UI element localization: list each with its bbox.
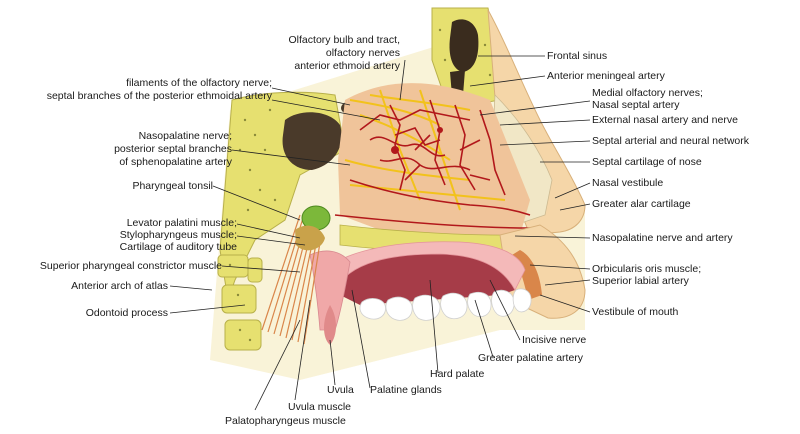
label-uvula-muscle: Uvula muscle — [288, 401, 351, 413]
label-levator-1: Levator palatini muscle; — [127, 217, 237, 229]
label-levator-3: Cartilage of auditory tube — [120, 241, 237, 253]
soft-palate — [309, 250, 351, 331]
label-medial-olfactory-1: Medial olfactory nerves; — [592, 87, 703, 99]
teeth — [359, 288, 532, 321]
olfactory-nerves — [344, 89, 506, 211]
bone-texture — [228, 28, 492, 342]
label-medial-olfactory-2: Nasal septal artery — [592, 99, 680, 111]
label-filaments-1: filaments of the olfactory nerve; — [126, 77, 272, 89]
uvula-shape — [324, 305, 336, 345]
labels: Olfactory bulb and tract, olfactory nerv… — [40, 34, 750, 427]
label-olfactory-bulb-2: olfactory nerves — [326, 47, 400, 59]
palate-mucosa — [319, 241, 526, 291]
label-hard-palate: Hard palate — [430, 368, 484, 380]
label-palatine-glands: Palatine glands — [370, 384, 442, 396]
label-nasopalatine-posterior-3: of sphenopalatine artery — [119, 156, 232, 168]
label-anterior-meningeal: Anterior meningeal artery — [547, 70, 666, 82]
label-olfactory-bulb-1: Olfactory bulb and tract, — [289, 34, 400, 46]
label-nasopalatine-nerve-artery: Nasopalatine nerve and artery — [592, 232, 733, 244]
cervical-vertebrae — [217, 254, 263, 351]
label-septal-cartilage: Septal cartilage of nose — [592, 156, 702, 168]
label-septal-network: Septal arterial and neural network — [592, 135, 750, 147]
artery-node — [391, 146, 399, 154]
anatomy-illustration — [210, 7, 586, 380]
label-nasal-vestibule: Nasal vestibule — [592, 177, 663, 189]
sphenoid-sinus — [282, 112, 342, 170]
label-odontoid: Odontoid process — [86, 307, 168, 319]
auditory-tube-cartilage — [295, 225, 325, 251]
label-orbicularis-2: Superior labial artery — [592, 275, 690, 287]
palate-upper-line — [334, 214, 531, 229]
label-incisive-nerve: Incisive nerve — [522, 334, 586, 346]
label-external-nasal: External nasal artery and nerve — [592, 114, 738, 126]
nasal-septum-mucosa — [338, 83, 530, 240]
label-palatopharyngeus: Palatopharyngeus muscle — [225, 415, 346, 427]
label-filaments-2: septal branches of the posterior ethmoid… — [47, 90, 273, 102]
label-nasopalatine-posterior-2: posterior septal branches — [114, 143, 232, 155]
label-vestibule-mouth: Vestibule of mouth — [592, 306, 679, 318]
label-levator-2: Stylopharyngeus muscle; — [120, 229, 237, 241]
oral-cavity — [330, 249, 515, 305]
artery-node — [437, 127, 443, 133]
leader-lines — [169, 55, 591, 411]
label-greater-palatine: Greater palatine artery — [478, 352, 584, 364]
label-anterior-arch: Anterior arch of atlas — [71, 280, 168, 292]
label-uvula: Uvula — [327, 384, 354, 396]
label-nasopalatine-posterior-1: Nasopalatine nerve; — [139, 130, 232, 142]
frontal-sinus-cavity — [449, 19, 479, 73]
label-orbicularis-1: Orbicularis oris muscle; — [592, 263, 701, 275]
label-sup-constrictor: Superior pharyngeal constrictor muscle — [40, 260, 222, 272]
septal-artery-network — [349, 99, 531, 216]
label-frontal-sinus: Frontal sinus — [547, 50, 607, 62]
label-pharyngeal-tonsil: Pharyngeal tonsil — [132, 180, 213, 192]
label-olfactory-bulb-3: anterior ethmoid artery — [294, 60, 400, 72]
label-greater-alar: Greater alar cartilage — [592, 198, 691, 210]
